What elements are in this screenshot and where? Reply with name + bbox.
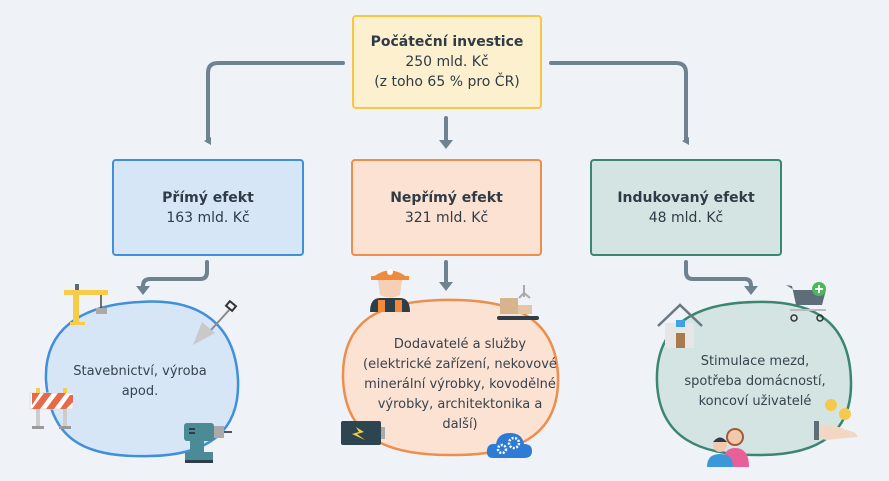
direct-effect-description: Stavebnictví, výroba apod. (73, 364, 207, 399)
boxes-conveyor-icon (497, 285, 539, 320)
arrow-to-induced (549, 61, 689, 145)
cloud-gears-icon (486, 433, 532, 458)
induced-effect-title: Indukovaný efekt (617, 189, 755, 206)
initial-investment-title: Počáteční investice (370, 34, 524, 50)
induced-effect-value: 48 mld. Kč (648, 209, 724, 226)
initial-investment-note: (z toho 65 % pro ČR) (374, 74, 520, 90)
indirect-effect-description: Dodavatelé a služby (elektrické zařízení… (363, 337, 557, 432)
coins-hand-icon (814, 399, 858, 440)
initial-investment-value: 250 mld. Kč (405, 54, 489, 70)
induced-effect-box: Indukovaný efekt 48 mld. Kč (590, 159, 782, 256)
shopping-cart-icon (786, 282, 826, 322)
drill-icon (184, 423, 232, 463)
blob-indirect (341, 298, 560, 457)
family-icon (707, 428, 749, 467)
road-barrier-icon (29, 388, 74, 429)
worker-icon (370, 269, 410, 312)
arrow-induced-to-blob (684, 260, 753, 290)
indirect-effect-box: Nepřímý efekt 321 mld. Kč (351, 159, 542, 256)
direct-effect-value: 163 mld. Kč (166, 209, 250, 226)
indirect-effect-title: Nepřímý efekt (390, 189, 503, 206)
crane-icon (64, 284, 108, 325)
induced-effect-description: Stimulace mezd, spotřeba domácností, kon… (684, 354, 826, 409)
battery-icon (341, 421, 385, 445)
house-icon (657, 303, 703, 348)
blob-direct (44, 300, 240, 458)
indirect-effect-value: 321 mld. Kč (404, 209, 489, 226)
direct-effect-title: Přímý efekt (162, 189, 254, 206)
arrow-direct-to-blob (141, 260, 209, 290)
arrow-to-direct (204, 61, 345, 145)
direct-effect-box: Přímý efekt 163 mld. Kč (112, 159, 304, 256)
shovel-icon (193, 299, 238, 345)
initial-investment-box: Počáteční investice 250 mld. Kč (z toho … (352, 15, 542, 109)
